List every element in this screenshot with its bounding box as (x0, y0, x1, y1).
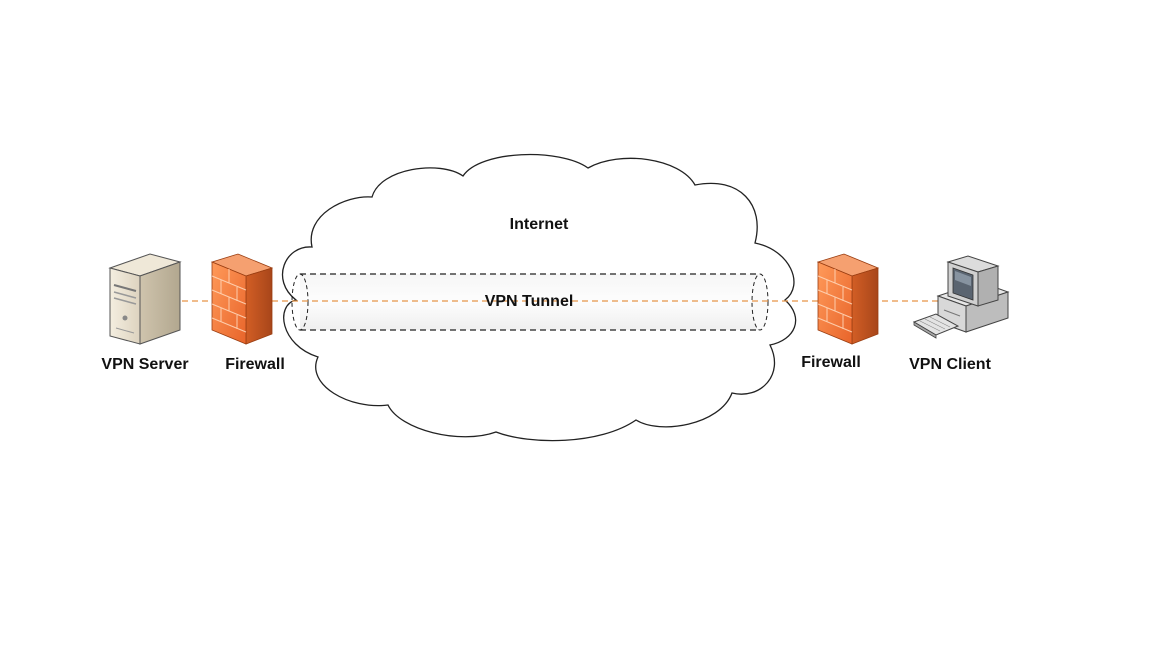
vpn-server-label: VPN Server (101, 356, 189, 373)
firewall-icon (816, 253, 880, 345)
internet-label: Internet (509, 216, 569, 233)
vpn-tunnel-label: VPN Tunnel (484, 293, 574, 310)
firewall-icon (210, 253, 274, 345)
firewall-right-label: Firewall (801, 354, 861, 371)
vpn-tunnel (291, 273, 769, 331)
server-icon (108, 253, 182, 345)
workstation-icon (912, 255, 1010, 339)
firewall-left-label: Firewall (225, 356, 285, 373)
vpn-client-label: VPN Client (909, 356, 991, 373)
